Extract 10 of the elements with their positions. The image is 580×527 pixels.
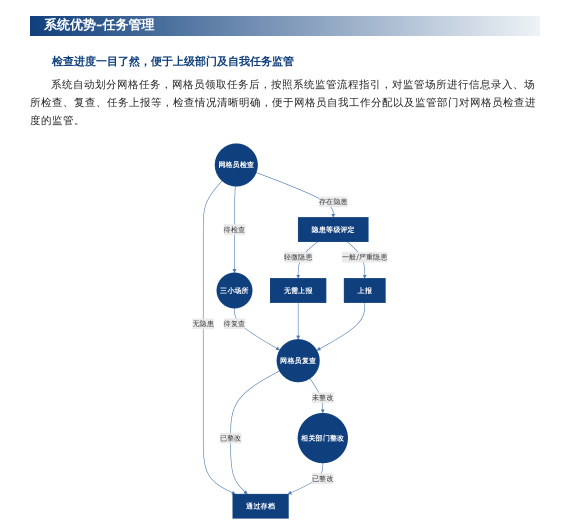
arrow [230, 370, 280, 494]
description-paragraph: 系统自动划分网格任务，网格员领取任务后，按照系统监管流程指引，对监管场所进行信息录入、场所检查、复查、任务上报等，检查情况清晰明确，便于网格员自我工作分配以及监管部门对网格员检查进度的监管。 [30, 78, 537, 129]
arrow [202, 180, 236, 494]
arrow [316, 302, 366, 351]
arrow [288, 462, 324, 494]
arrow [296, 302, 300, 340]
arrow [232, 186, 236, 273]
title-banner: 系统优势–任务管理 [30, 16, 540, 36]
subtitle: 检查进度一目了然，便于上级部门及自我任务监管 [52, 54, 294, 69]
arrow [234, 308, 280, 350]
